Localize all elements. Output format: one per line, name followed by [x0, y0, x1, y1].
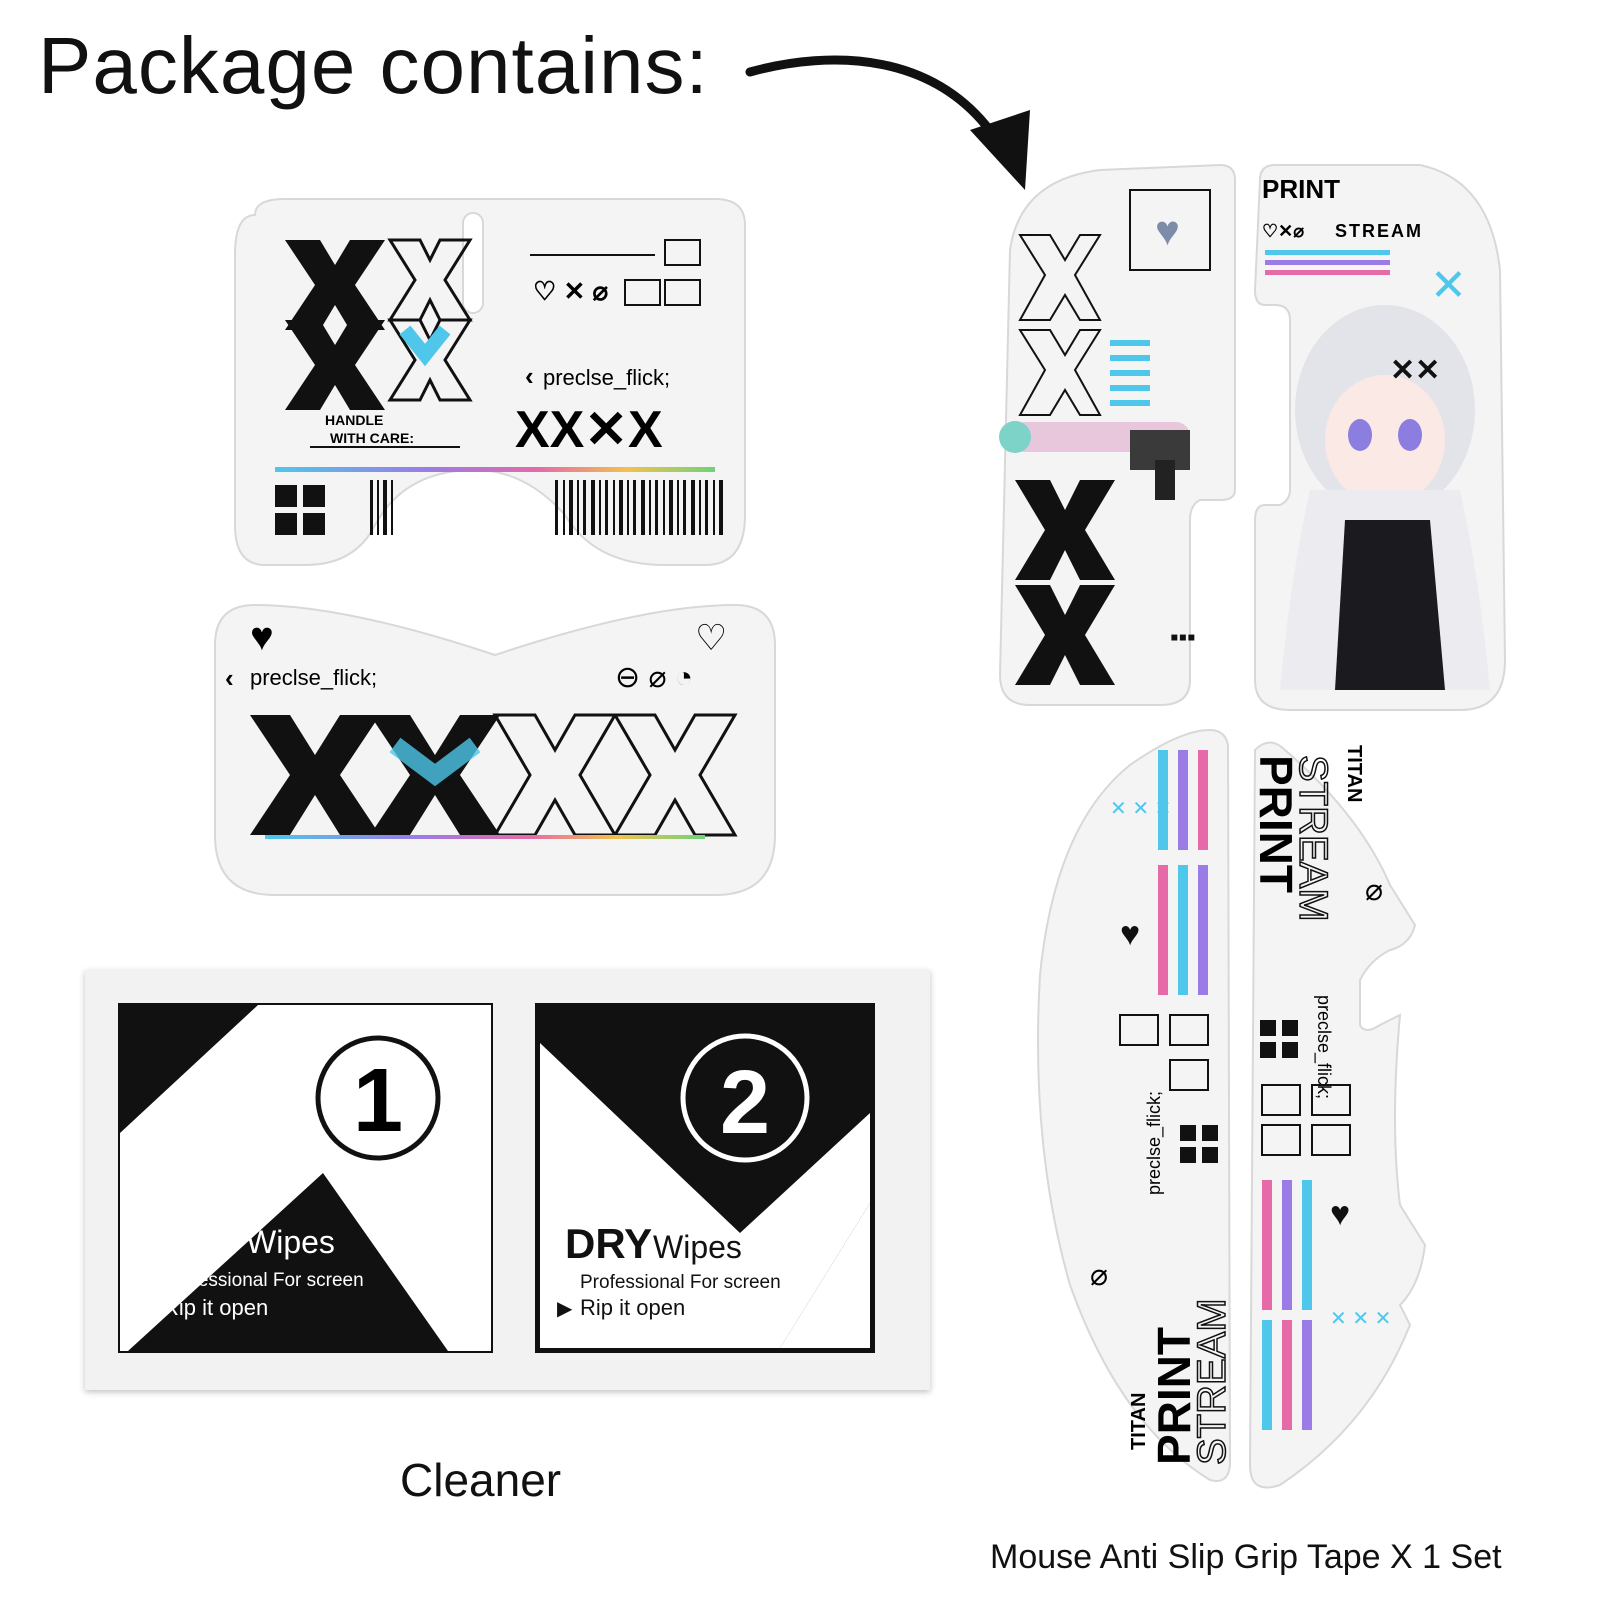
precise-flick-label: preclse_flick; — [543, 365, 670, 390]
titan-label-2: TITAN — [1343, 745, 1365, 802]
x-row: XX✕X — [515, 401, 663, 459]
dry-wipes-panel: 2 DRY Wipes Professional For screen ▶ Ri… — [535, 1003, 875, 1353]
dry-word: Wipes — [653, 1229, 742, 1265]
heart-icon: ♥ — [250, 615, 274, 659]
wet-cta: Rip it open — [163, 1295, 268, 1320]
play-icon-2: ▶ — [557, 1298, 573, 1320]
stream-label: STREAM — [1335, 221, 1423, 241]
stream-label-2: STREAM — [1291, 755, 1335, 922]
anime-character-illustration: ✕✕ — [1280, 305, 1490, 690]
wet-wipes-panel: 1 WET Wipes Professional For screen ▶ Ri… — [118, 1003, 493, 1353]
barcode — [370, 480, 723, 535]
arrow-icon — [745, 55, 1030, 190]
back-grip-sticker: ♥ ♡ ‹ preclse_flick; ⊖ ⌀ ◔ — [214, 603, 776, 896]
wet-number: 1 — [353, 1051, 403, 1151]
print-label-3: PRINT — [1148, 1327, 1200, 1465]
titan-label-3: TITAN — [1128, 1393, 1150, 1450]
x-icon-cyan: ✕ — [1430, 261, 1467, 310]
tape-caption: Mouse Anti Slip Grip Tape X 1 Set — [990, 1538, 1502, 1576]
print-label: PRINT — [1262, 174, 1340, 204]
grid-icon: ▪▪▪ — [1170, 624, 1196, 651]
handle-label-2: WITH CARE: — [330, 430, 414, 446]
headline: Package contains: — [38, 21, 709, 110]
dry-sub: Professional For screen — [580, 1272, 781, 1293]
dry-brand: DRY — [565, 1220, 652, 1267]
dry-cta: Rip it open — [580, 1295, 685, 1320]
wet-brand: WET — [148, 1214, 246, 1263]
top-grip-stickers: ♥ ▪▪▪ PRINT ♡✕⌀ STREAM ✕ ✕✕ — [998, 163, 1507, 711]
heart-outline-icon: ♡ — [695, 617, 727, 658]
print-label-2: PRINT — [1250, 755, 1302, 893]
heart-icons-left: ♥ — [1120, 915, 1140, 953]
cleaner-caption: Cleaner — [400, 1454, 562, 1506]
x-marks-left: ✕ ✕ ✕ — [1110, 798, 1171, 820]
palm-grip-sticker: HANDLE WITH CARE: ♡ ✕ ⌀ preclse_flick; ‹… — [234, 198, 746, 566]
chevron-left-icon-2: ‹ — [225, 663, 234, 693]
gun-illustration — [999, 421, 1190, 500]
null-icon-2: ⌀ — [1365, 874, 1383, 907]
chevron-left-icon: ‹ — [525, 361, 534, 391]
precise-flick-label-2: preclse_flick; — [250, 665, 377, 690]
play-icon: ▶ — [140, 1298, 156, 1320]
frame-brackets — [624, 239, 701, 306]
icons-row: ♡✕⌀ — [1262, 221, 1304, 241]
wipes-packet: 1 WET Wipes Professional For screen ▶ Ri… — [85, 970, 930, 1390]
side-grip-stickers: ✕ ✕ ✕ ✕ ✕ ✕ ♥ ♥ PRINT STREAM TITAN precl… — [1037, 728, 1427, 1489]
frame-brackets-2 — [1119, 1014, 1351, 1156]
precise-flick-label-4: preclse_flick; — [1144, 1091, 1165, 1195]
heart-x-null-icons: ♡ ✕ ⌀ — [533, 276, 609, 306]
null-icon: ⌀ — [1090, 1259, 1108, 1292]
wet-word: Wipes — [246, 1224, 335, 1260]
null-icons: ⊖ ⌀ ◔ — [615, 661, 693, 694]
stream-label-3: STREAM — [1190, 1298, 1234, 1465]
x-marks-right: ✕ ✕ ✕ — [1330, 1308, 1391, 1330]
heart-icons-right: ♥ — [1330, 1195, 1350, 1233]
svg-text:✕✕: ✕✕ — [1390, 354, 1440, 387]
handle-label-1: HANDLE — [325, 412, 383, 428]
x-icon — [285, 240, 385, 410]
precise-flick-label-3: preclse_flick; — [1313, 995, 1334, 1099]
wet-sub: Professional For screen — [163, 1270, 364, 1291]
heart-icon-2: ♥ — [1155, 207, 1180, 254]
dry-number: 2 — [720, 1053, 770, 1153]
